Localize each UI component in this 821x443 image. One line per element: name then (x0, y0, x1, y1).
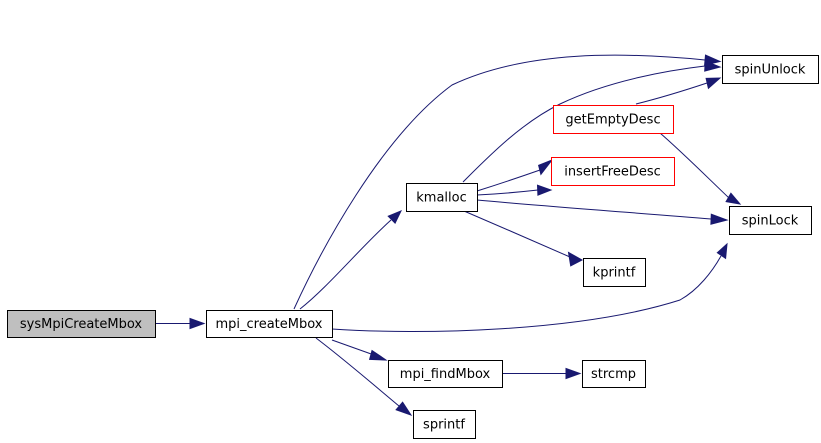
node-insertFreeDesc[interactable]: insertFreeDesc (551, 157, 675, 186)
node-sprintf[interactable]: sprintf (413, 410, 476, 439)
node-sysMpiCreateMbox[interactable]: sysMpiCreateMbox (7, 310, 156, 338)
arrowhead-icon (565, 367, 582, 380)
edge-mpi_findMbox-to-strcmp (502, 367, 582, 380)
edge-sysMpiCreateMbox-to-mpi_createMbox (155, 317, 206, 330)
node-label: getEmptyDesc (565, 113, 660, 128)
edge-kmalloc-to-kprintf (463, 210, 584, 267)
node-label: strcmp (591, 367, 636, 382)
node-box[interactable] (413, 410, 476, 439)
node-box[interactable] (406, 183, 478, 212)
node-spinLock[interactable]: spinLock (729, 206, 812, 235)
edge-line (635, 82, 708, 105)
node-kmalloc[interactable]: kmalloc (406, 183, 478, 212)
node-label: mpi_createMbox (215, 317, 322, 332)
arrowhead-icon (368, 349, 388, 361)
node-label: sysMpiCreateMbox (20, 317, 143, 332)
node-box[interactable] (7, 310, 156, 338)
node-box[interactable] (388, 360, 503, 388)
edge-line (462, 65, 706, 183)
edge-kmalloc-to-spinUnlock (462, 60, 722, 183)
node-label: sprintf (423, 418, 465, 433)
edge-kmalloc-to-insertFreeDesc (476, 184, 553, 196)
edge-line (476, 199, 712, 220)
arrowhead-icon (705, 77, 722, 90)
node-label: mpi_findMbox (400, 367, 491, 382)
edge-line (315, 337, 400, 407)
arrowhead-icon (716, 242, 728, 260)
node-box[interactable] (582, 360, 646, 388)
edge-line (476, 169, 541, 192)
node-label: kmalloc (416, 191, 466, 206)
node-box[interactable] (729, 206, 812, 235)
edge-getEmptyDesc-to-spinUnlock (635, 77, 722, 105)
edge-line (463, 210, 571, 258)
node-label: spinUnlock (735, 63, 806, 78)
edge-mpi_createMbox-to-sprintf (315, 337, 413, 416)
node-box[interactable] (553, 105, 674, 134)
node-mpi_findMbox[interactable]: mpi_findMbox (388, 360, 503, 388)
edge-line (331, 339, 375, 356)
edge-getEmptyDesc-to-spinLock (659, 132, 742, 205)
node-box[interactable] (583, 258, 646, 287)
arrowhead-icon (189, 317, 206, 330)
node-spinUnlock[interactable]: spinUnlock (722, 55, 819, 84)
arrowhead-icon (725, 192, 742, 205)
node-kprintf[interactable]: kprintf (583, 258, 646, 287)
arrowhead-icon (536, 184, 553, 196)
arrowhead-icon (538, 158, 554, 176)
nodes-layer: sysMpiCreateMbox mpi_createMbox kmalloc get… (7, 55, 819, 439)
node-label: spinLock (742, 214, 799, 229)
edge-mpi_createMbox-to-spinLock-lower (331, 242, 728, 333)
node-label: insertFreeDesc (564, 165, 661, 180)
node-mpi_createMbox[interactable]: mpi_createMbox (206, 310, 333, 338)
node-label: kprintf (593, 266, 636, 281)
arrowhead-icon (710, 213, 729, 225)
node-box[interactable] (722, 55, 819, 84)
arrowhead-icon (387, 210, 403, 225)
node-strcmp[interactable]: strcmp (582, 360, 646, 388)
arrowhead-icon (567, 251, 584, 267)
edge-kmalloc-to-spinLock (476, 199, 729, 225)
edge-line (659, 132, 730, 199)
edges-layer (155, 54, 742, 416)
arrowhead-icon (395, 401, 413, 416)
edge-kmalloc-to-getEmptyDesc (476, 158, 554, 192)
edge-mpi_createMbox-to-mpi_findMbox (331, 339, 388, 361)
node-getEmptyDesc[interactable]: getEmptyDesc (553, 105, 674, 134)
arrowhead-icon (704, 60, 722, 72)
edge-line (331, 255, 722, 333)
edge-line (299, 219, 392, 310)
edge-mpi_createMbox-to-kmalloc (299, 210, 403, 310)
edge-line (476, 189, 539, 196)
edge-line (293, 54, 706, 310)
node-box[interactable] (551, 157, 675, 186)
node-box[interactable] (206, 310, 333, 338)
